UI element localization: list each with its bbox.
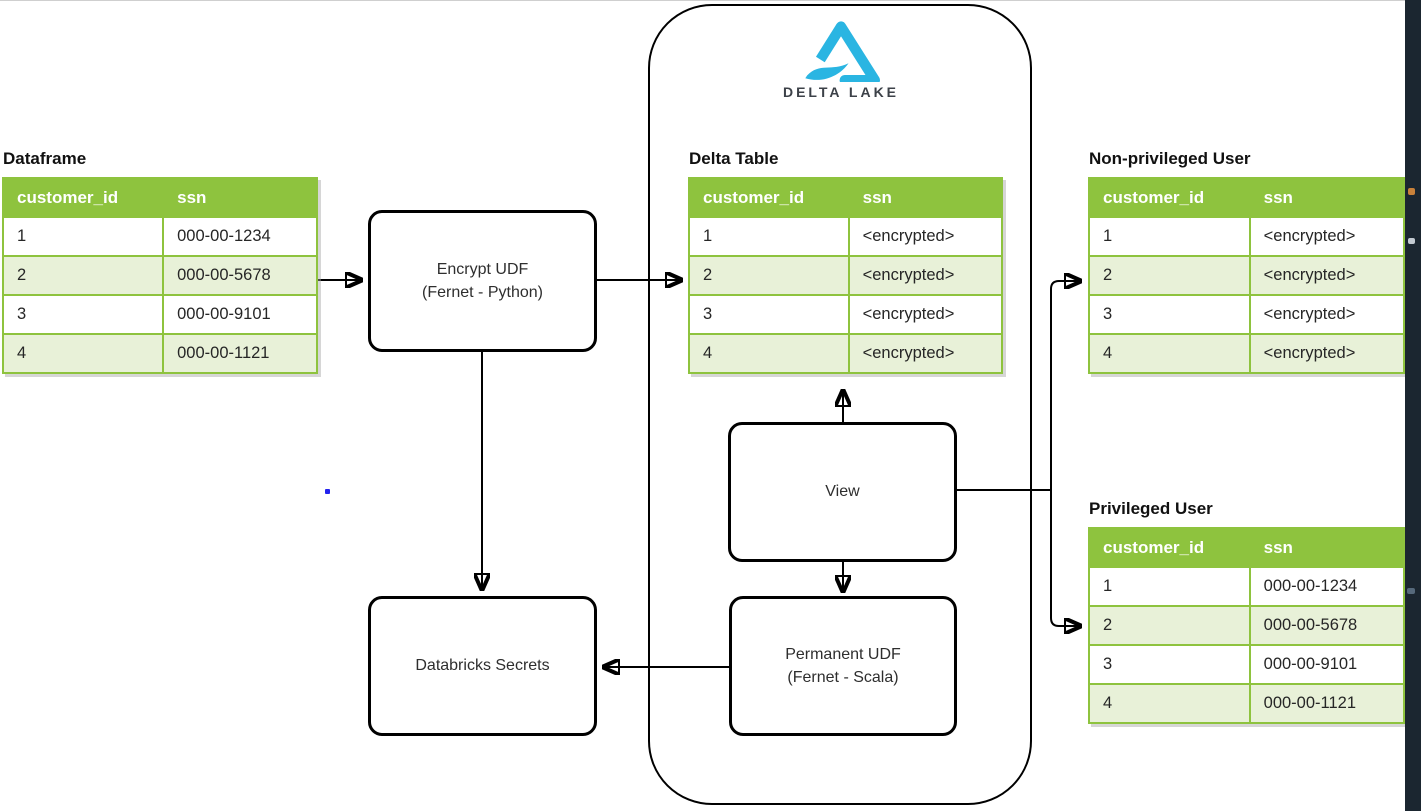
right-edge-dark-strip [1405,0,1421,811]
delta-table-title: Delta Table [689,149,779,168]
table-row: 4<encrypted> [688,333,1004,374]
table-cell: 4 [1088,333,1251,374]
view-label: View [825,483,860,501]
table-cell: <encrypted> [847,333,1004,374]
table-cell: <encrypted> [847,294,1004,335]
delta-lake-triangle-icon [805,21,880,82]
table-cell: 3 [1088,644,1251,685]
delta-lake-logo: DELTA LAKE [741,20,941,100]
delta-lake-boundary [648,4,1032,805]
databricks-secrets-label: Databricks Secrets [415,657,550,675]
table-cell: 2 [1088,605,1251,646]
table-cell: 1 [1088,216,1251,257]
dataframe-title: Dataframe [3,149,87,168]
column-header: customer_id [1088,177,1251,218]
table-cell: 3 [688,294,850,335]
table-cell: 3 [1,294,165,335]
column-header: ssn [162,177,318,218]
table-cell: 4 [1,333,165,374]
table-cell: 000-00-9101 [1248,644,1406,685]
encrypt-udf-box: Encrypt UDF (Fernet - Python) [368,210,597,352]
table-cell: 2 [1,255,165,296]
table-cell: 4 [688,333,850,374]
table-cell: 000-00-5678 [162,255,318,296]
strip-speck-icon [1408,238,1415,244]
table-cell: 3 [1088,294,1251,335]
view-box: View [728,422,957,562]
column-header: ssn [1248,527,1406,568]
column-header: ssn [1248,177,1406,218]
table-row: 2<encrypted> [1088,255,1406,296]
strip-speck-icon [1408,188,1415,195]
table-cell: <encrypted> [847,255,1004,296]
non-privileged-user-title: Non-privileged User [1089,149,1251,168]
table-row: 3<encrypted> [1088,294,1406,335]
table-row: 2<encrypted> [688,255,1004,296]
table-cell: 1 [1088,566,1251,607]
table-cell: 000-00-1121 [1248,683,1406,724]
permanent-udf-label-line2: (Fernet - Scala) [787,669,899,686]
privileged-user-title: Privileged User [1089,499,1213,518]
table-cell: 000-00-1234 [162,216,318,257]
table-row: 4<encrypted> [1088,333,1406,374]
table-cell: <encrypted> [847,216,1004,257]
column-header: ssn [847,177,1004,218]
permanent-udf-label-line1: Permanent UDF [785,645,901,663]
table-cell: <encrypted> [1248,216,1406,257]
databricks-secrets-box: Databricks Secrets [368,596,597,736]
encrypt-udf-label-line1: Encrypt UDF [436,260,529,278]
arrow-branch-to-non-privileged [1050,281,1079,490]
column-header: customer_id [1088,527,1251,568]
delta-lake-wordmark: DELTA LAKE [782,84,900,100]
table-cell: 000-00-1121 [162,333,318,374]
table-cell: 2 [1088,255,1251,296]
table-cell: 2 [688,255,850,296]
strip-speck-icon [1407,588,1415,594]
table-cell: 1 [1,216,165,257]
permanent-udf-box: Permanent UDF (Fernet - Scala) [729,596,957,736]
table-cell: 1 [688,216,850,257]
stray-blue-dot [325,489,330,494]
table-row: 3<encrypted> [688,294,1004,335]
table-row: 1<encrypted> [1088,216,1406,257]
table-cell: <encrypted> [1248,333,1406,374]
table-cell: 000-00-1234 [1248,566,1406,607]
table-row: 1<encrypted> [688,216,1004,257]
table-cell: 000-00-5678 [1248,605,1406,646]
arrow-branch-to-privileged [1050,490,1079,626]
table-cell: 000-00-9101 [162,294,318,335]
column-header: customer_id [1,177,165,218]
table-cell: 4 [1088,683,1251,724]
table-cell: <encrypted> [1248,294,1406,335]
column-header: customer_id [688,177,850,218]
encrypt-udf-label-line2: (Fernet - Python) [422,284,543,301]
top-border-line [0,0,1405,1]
table-cell: <encrypted> [1248,255,1406,296]
